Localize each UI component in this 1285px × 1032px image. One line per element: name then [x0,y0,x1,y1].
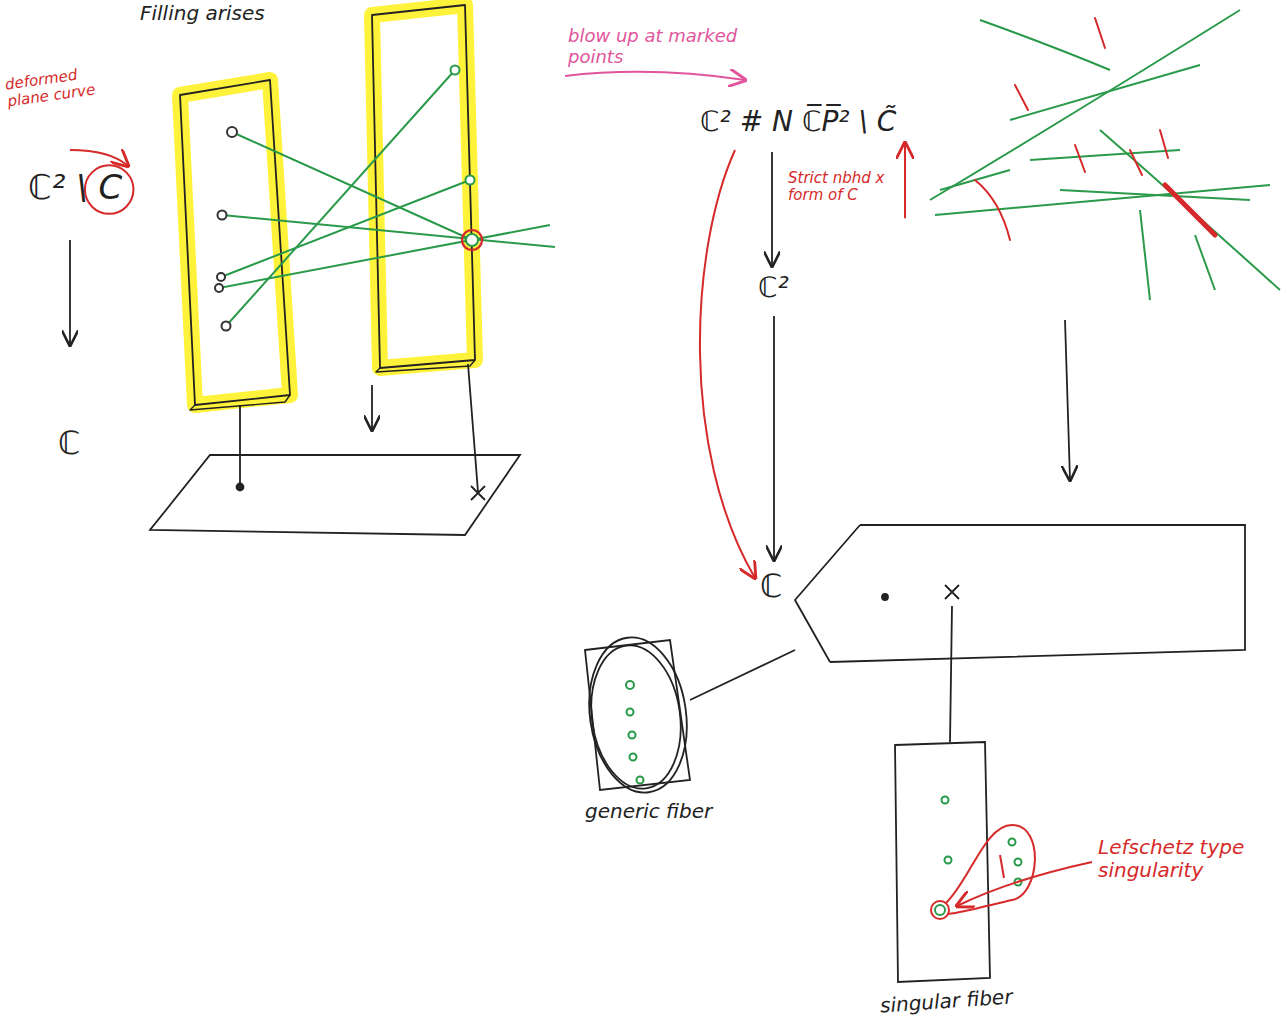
marked-points [626,681,644,784]
handwritten-label: Lefschetz type singularity [1098,836,1263,882]
generic-fiber [580,631,697,799]
base-plane [70,240,520,535]
projection-arrows [772,152,1070,560]
leader-arrow [904,143,906,218]
lefschetz-bubble [931,825,1092,919]
singular-fiber [895,742,990,982]
leader-arrow [70,150,128,166]
handwritten-label: singular fiber [879,985,1013,1017]
handwritten-label: ℂ [760,568,782,605]
handwritten-label: ℂ² # N ℂ̅P̅² \ C̃ [700,106,896,138]
composite-arrow [700,150,755,578]
marked-points [215,66,482,331]
handwritten-label: generic fiber [585,800,712,823]
handwritten-label: ℂ² [758,272,789,304]
handwritten-label: ℂ² \ C [28,168,122,207]
handwritten-label: Strict nbhd x form of C [788,170,900,205]
handwritten-label: deformed plane curve [4,64,103,111]
base-plane [690,525,1245,742]
fiber-panels [180,5,475,410]
handwritten-label: blow up at marked points [568,26,743,67]
exceptional-curves [975,18,1215,240]
blow-up-arrow [565,72,745,80]
blown-up-curve [930,10,1280,300]
curve-strands [219,70,555,326]
handwritten-label: ℂ [58,425,80,462]
handwritten-label: Filling arises [140,2,265,25]
